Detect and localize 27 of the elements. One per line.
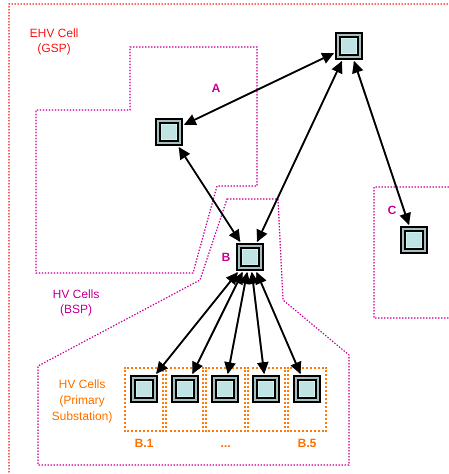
region-label: HV Cells (BSP): [52, 287, 100, 317]
region-label: EHV Cell (GSP): [28, 26, 80, 56]
device-square: [171, 375, 199, 403]
double-arrow: [184, 52, 334, 126]
double-arrow: [156, 272, 238, 374]
device-square: [293, 375, 321, 403]
cell-label: ...: [219, 436, 232, 451]
region-label: HV Cells (Primary Substation): [50, 376, 114, 424]
cell-label: B.1: [134, 436, 154, 451]
device-square: [130, 375, 158, 403]
device-square: [236, 243, 264, 271]
double-arrow: [256, 60, 342, 242]
device-square: [211, 375, 239, 403]
region-label: A: [210, 81, 222, 96]
device-square: [155, 118, 183, 146]
cell-label: B: [220, 250, 232, 265]
device-square: [335, 32, 363, 60]
device-square: [252, 375, 280, 403]
double-arrow: [256, 272, 302, 374]
double-arrow: [352, 60, 411, 226]
double-arrow: [178, 147, 240, 242]
device-square: [400, 226, 428, 254]
region-label: C: [386, 203, 398, 218]
cell-label: B.5: [296, 436, 318, 451]
double-arrow: [192, 272, 244, 374]
double-arrow: [224, 272, 251, 374]
double-arrow: [247, 272, 269, 374]
